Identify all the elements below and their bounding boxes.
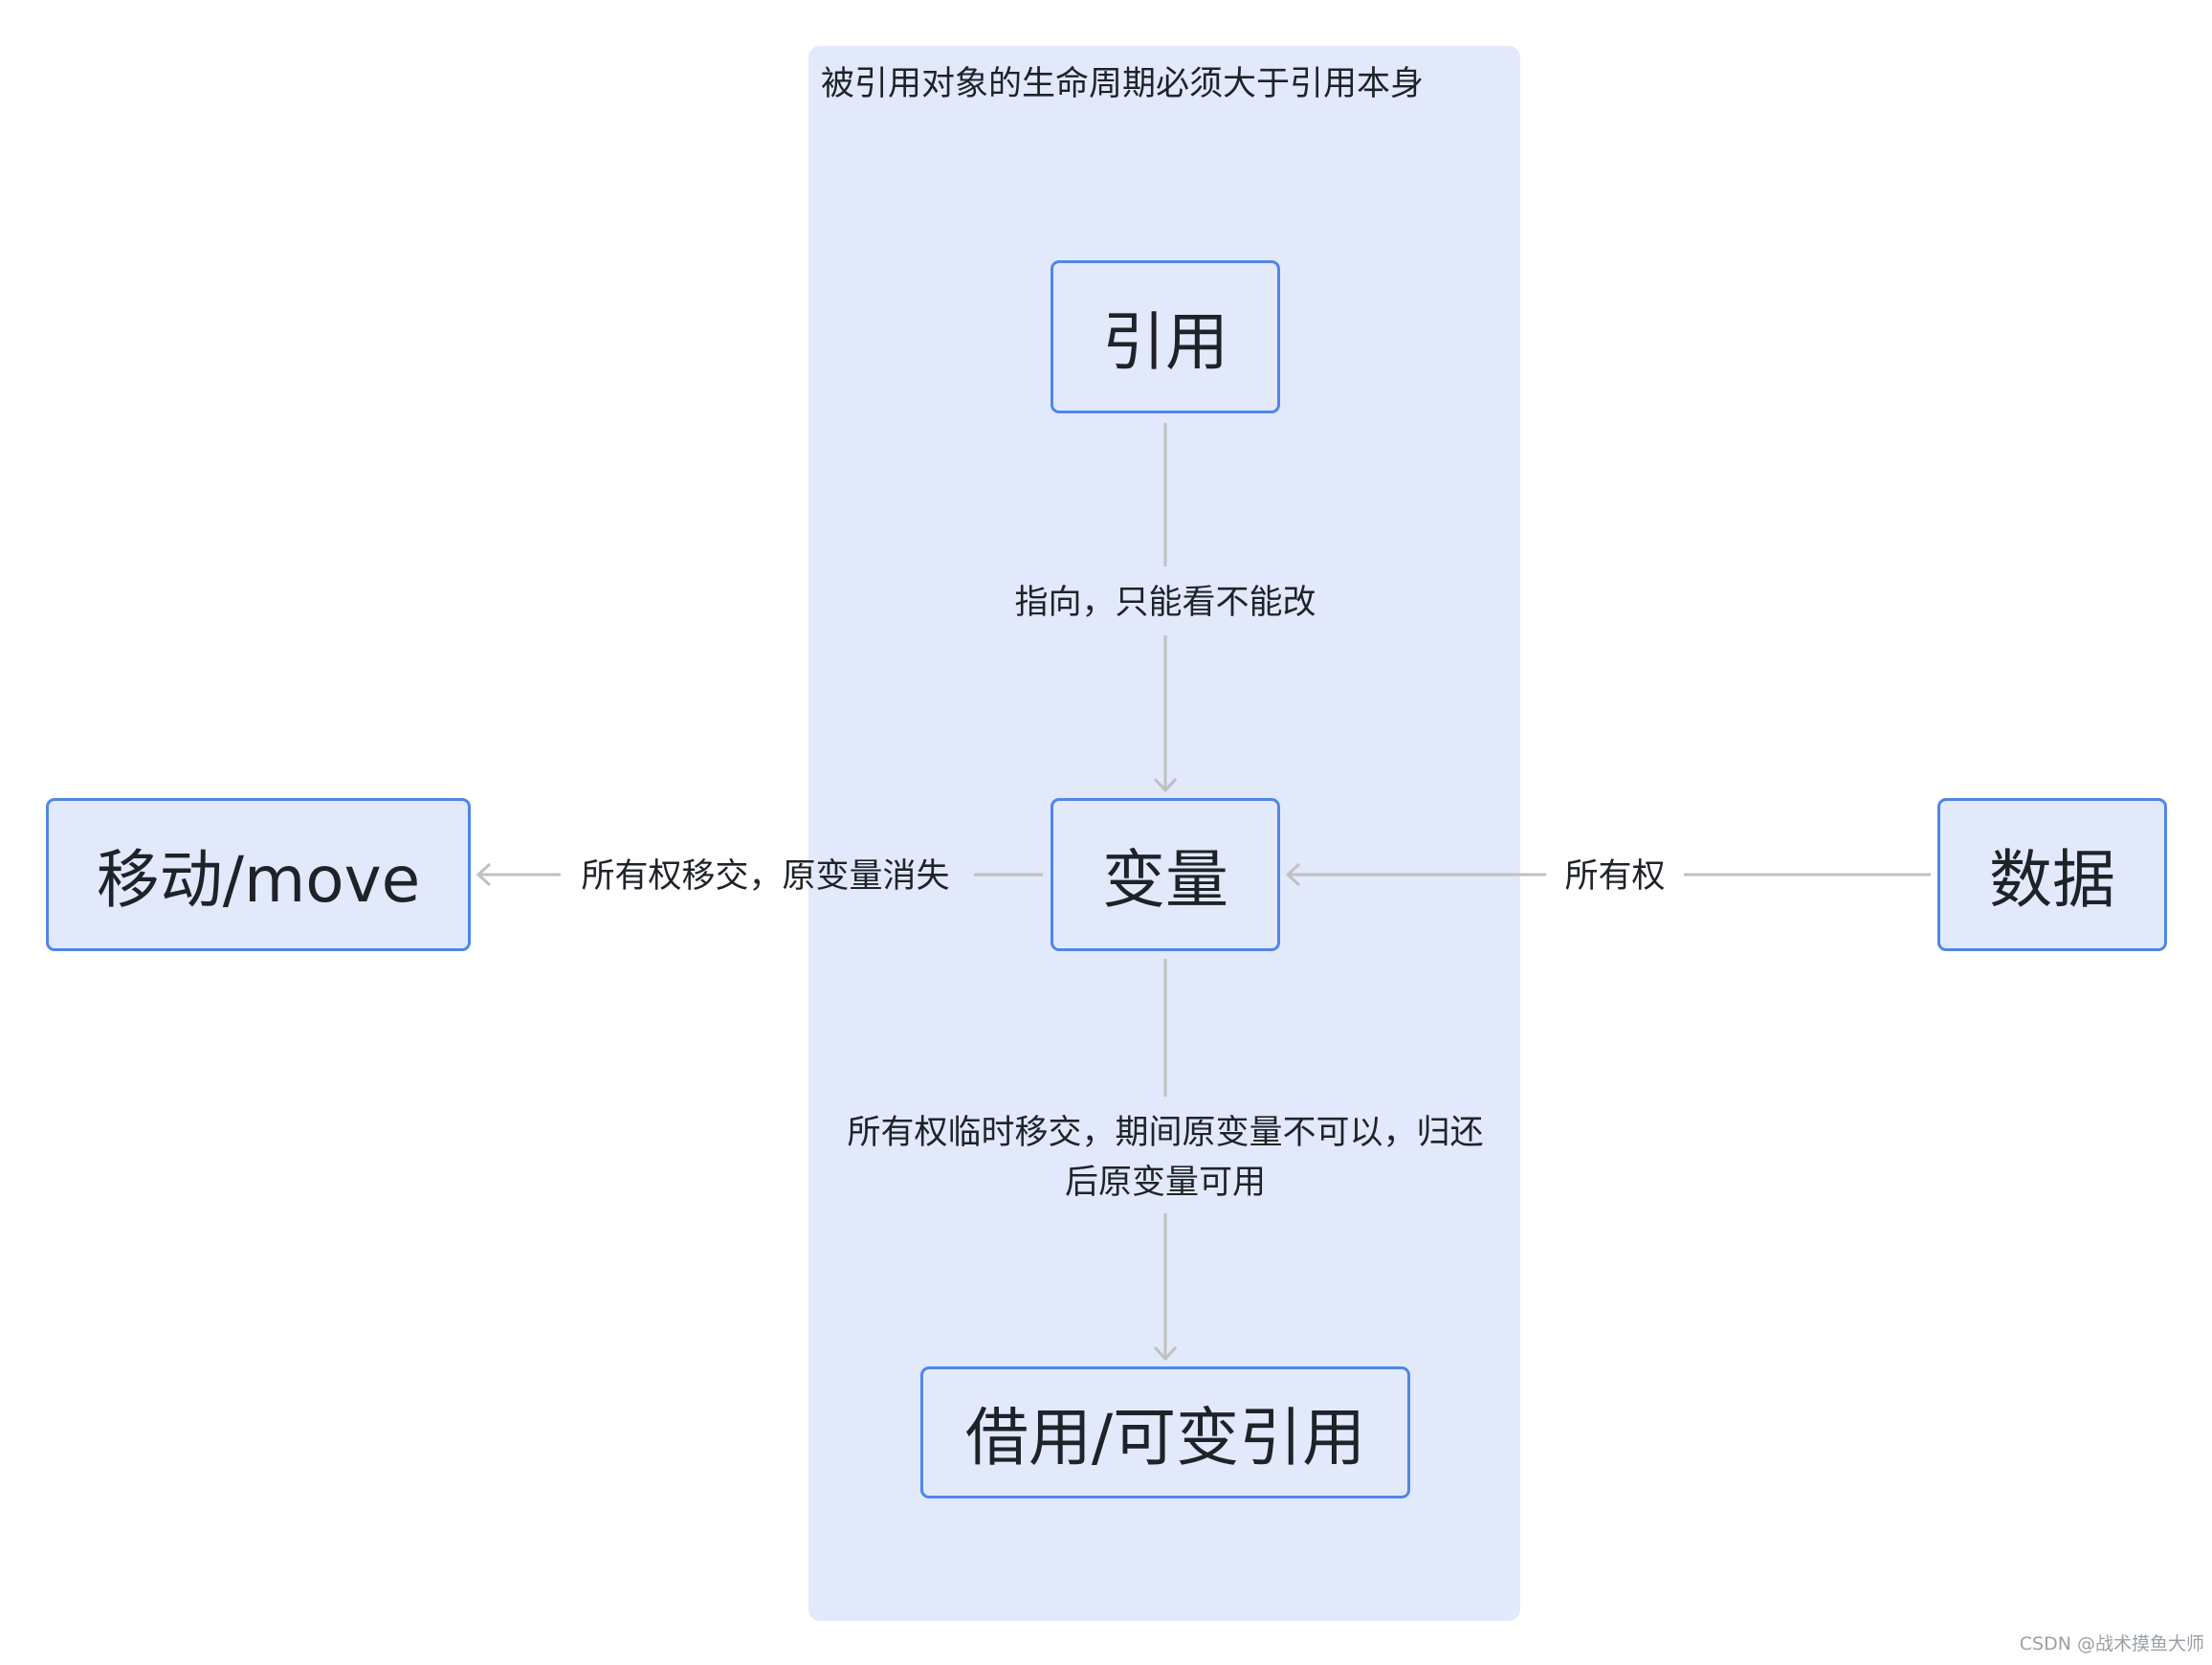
- edge-label-data-to-variable: 所有权: [1564, 857, 1666, 896]
- arrowhead-variable-to-move: [476, 862, 492, 887]
- node-variable-label: 变量: [1102, 843, 1228, 917]
- node-borrow[interactable]: 借用/可变引用: [920, 1366, 1410, 1498]
- node-reference[interactable]: 引用: [1051, 260, 1280, 413]
- lifetime-group-title: 被引用对象的生命周期必须大于引用本身: [821, 65, 1425, 103]
- node-borrow-label: 借用/可变引用: [964, 1401, 1366, 1475]
- watermark: CSDN @战术摸鱼大师: [2019, 1633, 2204, 1654]
- node-move-label: 移动/move: [96, 843, 421, 917]
- edge-label-variable-to-move: 所有权移交，原变量消失: [581, 857, 950, 896]
- node-data[interactable]: 数据: [1937, 798, 2167, 951]
- node-move[interactable]: 移动/move: [46, 798, 471, 951]
- edge-label-reference-to-variable: 指向，只能看不能改: [1014, 584, 1316, 622]
- node-data-label: 数据: [1989, 843, 2115, 917]
- node-reference-label: 引用: [1102, 305, 1228, 379]
- node-variable[interactable]: 变量: [1051, 798, 1280, 951]
- edge-label-variable-to-borrow: 所有权临时移交，期间原变量不可以，归还后原变量可用: [847, 1114, 1484, 1202]
